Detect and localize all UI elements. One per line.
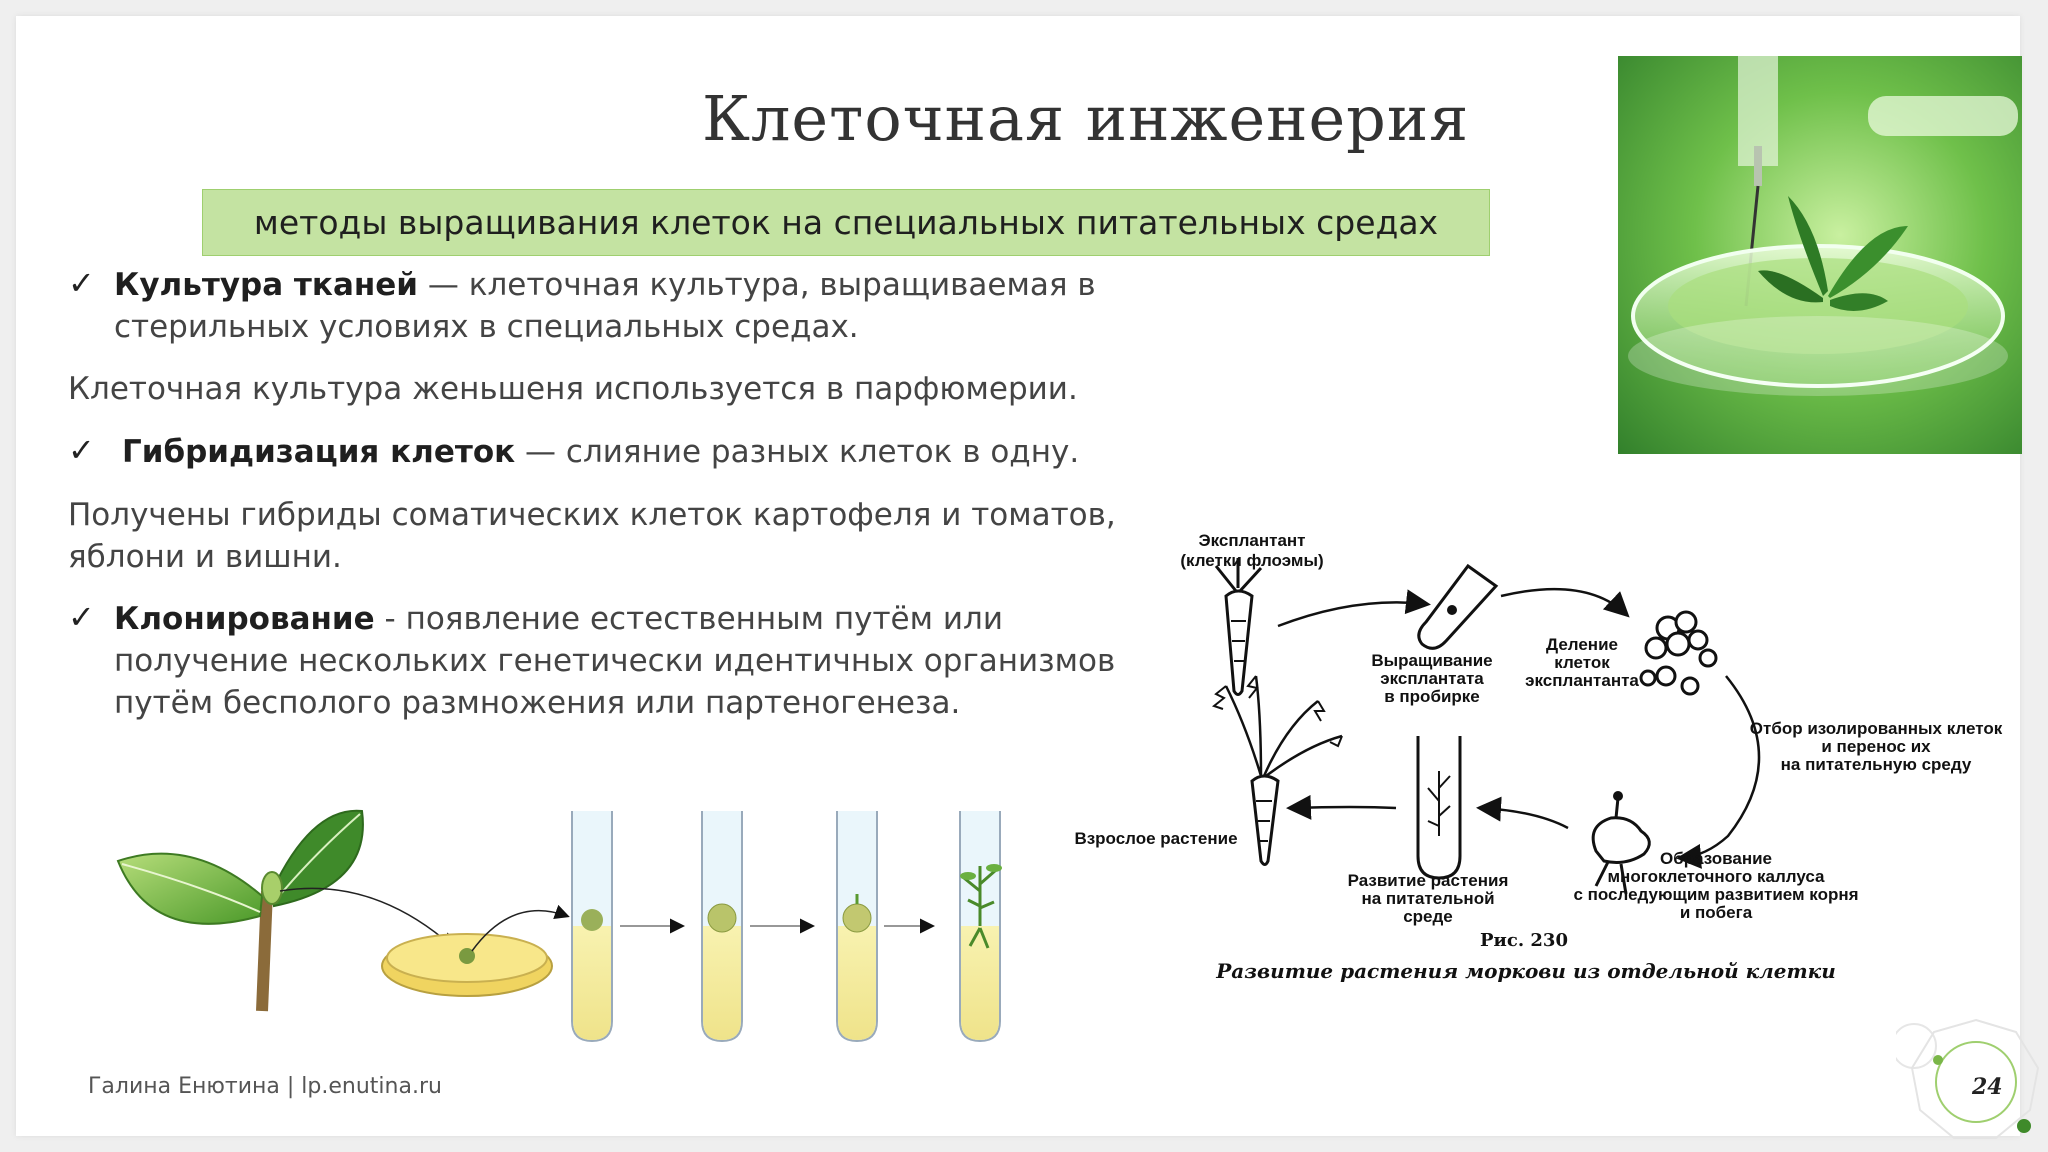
callus-icon bbox=[1591, 791, 1651, 895]
test-tube-1 bbox=[571, 811, 613, 1043]
footer-author: Галина Енютина | lp.enutina.ru bbox=[88, 1074, 442, 1099]
label-callus-2: многоклеточного каллуса bbox=[1607, 867, 1825, 886]
label-grow-1: Выращивание bbox=[1371, 651, 1492, 670]
label-explant-1: Эксплантант bbox=[1199, 531, 1306, 550]
para2-line2: яблони и вишни. bbox=[68, 539, 342, 575]
paragraph-hybrids: Получены гибриды соматических клеток кар… bbox=[68, 494, 1116, 578]
subtitle-banner: методы выращивания клеток на специальных… bbox=[202, 189, 1490, 256]
label-callus-1: Образование bbox=[1660, 849, 1772, 868]
label-sel-1: Отбор изолированных клеток bbox=[1750, 719, 2003, 738]
test-tube-4 bbox=[959, 811, 1002, 1043]
term-tissue-culture: Культура тканей bbox=[114, 267, 419, 303]
carrot-icon bbox=[1214, 558, 1263, 696]
bullet1-line1: — клеточная культура, выращиваемая в bbox=[418, 267, 1096, 303]
checkmark-icon: ✓ bbox=[68, 264, 95, 302]
label-dev-2: на питательной bbox=[1361, 889, 1494, 908]
lab-petri-dish-photo bbox=[1618, 56, 2022, 454]
slide-title: Клеточная инженерия bbox=[702, 82, 1470, 155]
bullet2-rest: — слияние разных клеток в одну. bbox=[515, 434, 1080, 470]
test-tube-2 bbox=[701, 811, 743, 1043]
label-div-2: клеток bbox=[1554, 653, 1610, 672]
adult-carrot-icon bbox=[1211, 675, 1343, 866]
diagram-caption: Развитие растения моркови из отдельной к… bbox=[1215, 959, 1835, 983]
label-grow-3: в пробирке bbox=[1384, 687, 1480, 706]
slide: Клеточная инженерия методы выращивания к… bbox=[16, 16, 2040, 1139]
bullet-cloning: Клонирование - появление естественным пу… bbox=[114, 598, 1115, 724]
bullet3-line1: - появление естественным путём или bbox=[374, 601, 1003, 637]
label-grow-2: эксплантата bbox=[1380, 669, 1484, 688]
term-cloning: Клонирование bbox=[114, 601, 375, 637]
bullet-tissue-culture: Культура тканей — клеточная культура, вы… bbox=[114, 264, 1096, 348]
paragraph-ginseng: Клеточная культура женьшеня используется… bbox=[68, 371, 1078, 407]
bullet1-line2: стерильных условиях в специальных средах… bbox=[114, 309, 859, 345]
bullet3-line2: получение нескольких генетически идентич… bbox=[114, 643, 1116, 679]
test-tube-icon bbox=[1417, 563, 1499, 650]
label-dev-3: среде bbox=[1403, 907, 1453, 926]
page-number: 24 bbox=[1972, 1074, 2003, 1100]
petri-dish-icon bbox=[381, 933, 553, 997]
leaf-cutting-icon bbox=[116, 809, 364, 1012]
checkmark-icon: ✓ bbox=[68, 431, 95, 469]
bullet-hybridization: Гибридизация клеток — слияние разных кле… bbox=[122, 431, 1079, 473]
label-div-3: эксплантанта bbox=[1525, 671, 1639, 690]
label-callus-4: и побега bbox=[1680, 903, 1753, 922]
label-sel-3: на питательную среду bbox=[1781, 755, 1972, 774]
label-dev-1: Развитие растения bbox=[1348, 871, 1509, 890]
para2-line1: Получены гибриды соматических клеток кар… bbox=[68, 497, 1116, 533]
carrot-cloning-diagram: Эксплантант (клетки флоэмы) Выращивание … bbox=[1074, 531, 2003, 983]
term-hybridization: Гибридизация клеток bbox=[122, 434, 516, 470]
cloning-illustration bbox=[116, 809, 1002, 1043]
label-callus-3: с последующим развитием корня bbox=[1573, 885, 1858, 904]
figure-number: Рис. 230 bbox=[1480, 930, 1568, 951]
page-number-decoration bbox=[1896, 1018, 2040, 1139]
cell-cluster-icon bbox=[1639, 610, 1718, 696]
label-div-1: Деление bbox=[1546, 635, 1618, 654]
test-tube-3 bbox=[836, 811, 878, 1043]
label-explant-2: (клетки флоэмы) bbox=[1180, 551, 1323, 570]
bullet3-line3: путём бесполого размножения или партеног… bbox=[114, 685, 961, 721]
label-sel-2: и перенос их bbox=[1821, 737, 1931, 756]
checkmark-icon: ✓ bbox=[68, 598, 95, 636]
test-tube-plant-icon bbox=[1416, 736, 1462, 880]
label-adult-plant: Взрослое растение bbox=[1074, 829, 1237, 848]
